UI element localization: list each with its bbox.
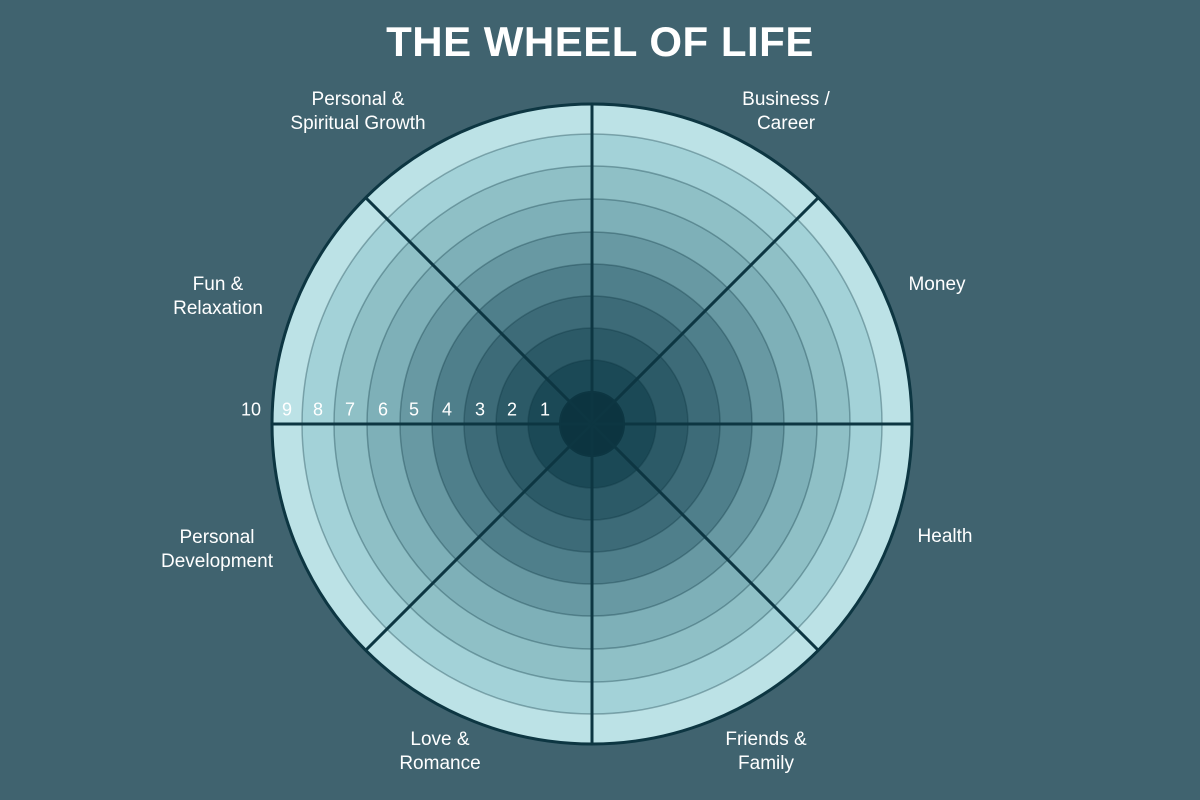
scale-number-3: 3 bbox=[474, 399, 486, 420]
scale-number-5: 5 bbox=[408, 399, 420, 420]
scale-number-9: 9 bbox=[281, 399, 293, 420]
category-label-business-career: Business /Career bbox=[742, 89, 830, 134]
scale-number-4: 4 bbox=[441, 399, 453, 420]
scale-number-6: 6 bbox=[377, 399, 389, 420]
spoke-4 bbox=[364, 422, 594, 652]
spoke-8 bbox=[590, 196, 820, 426]
center-hub bbox=[559, 391, 625, 457]
category-label-friends-family: Friends &Family bbox=[725, 729, 807, 774]
page-title: THE WHEEL OF LIFE bbox=[386, 18, 814, 65]
category-label-health: Health bbox=[917, 526, 973, 547]
category-label-personal-spiritual-growth: Personal &Spiritual Growth bbox=[290, 89, 426, 134]
spoke-6 bbox=[364, 196, 594, 426]
scale-number-7: 7 bbox=[344, 399, 356, 420]
scale-number-8: 8 bbox=[312, 399, 324, 420]
scale-number-1: 1 bbox=[539, 399, 551, 420]
scale-number-2: 2 bbox=[506, 399, 518, 420]
category-label-money: Money bbox=[908, 274, 966, 295]
scale-number-10: 10 bbox=[240, 399, 262, 420]
spoke-2 bbox=[590, 422, 820, 652]
category-label-fun-relaxation: Fun &Relaxation bbox=[173, 274, 263, 319]
category-label-love-romance: Love &Romance bbox=[399, 729, 481, 774]
